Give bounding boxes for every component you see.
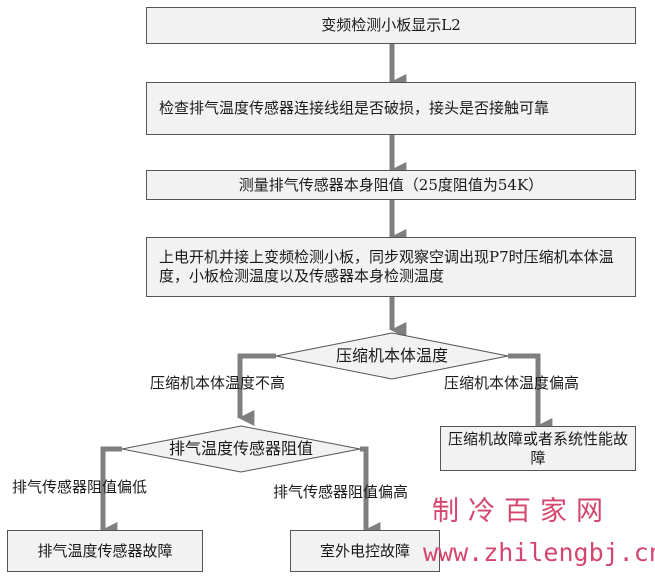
- result-sensor-text: 排气温度传感器故障: [37, 541, 173, 560]
- result-outdoor-text: 室外电控故障: [319, 541, 410, 560]
- decision1-diamond: [275, 332, 509, 380]
- decision2-diamond: [121, 425, 361, 473]
- arrow-decision2-left: [100, 446, 122, 539]
- step2-text: 检查排气温度传感器连接线组是否破损，接头是否接触可靠: [159, 99, 550, 117]
- arrow-decision1-right: [508, 353, 553, 435]
- decision2-left-label: 排气传感器阻值偏低: [12, 478, 148, 496]
- step3-box: 测量排气传感器本身阻值（25度阻值为54K）: [146, 170, 636, 200]
- step3-text: 测量排气传感器本身阻值（25度阻值为54K）: [238, 175, 544, 194]
- result-compressor-text: 压缩机故障或者系统性能故障: [447, 429, 628, 467]
- decision1-text: 压缩机本体温度: [335, 346, 448, 365]
- step2-box: 检查排气温度传感器连接线组是否破损，接头是否接触可靠: [146, 82, 636, 135]
- step1-text: 变频检测小板显示L2: [321, 16, 461, 34]
- decision2-text: 排气温度传感器阻值: [168, 439, 313, 458]
- watermark-brand: 制冷百家网: [432, 496, 612, 527]
- arrow-decision2-right: [360, 446, 381, 539]
- watermark-url: www.zhilengbj.cn: [423, 538, 655, 567]
- result-sensor-box: 排气温度传感器故障: [7, 530, 203, 572]
- result-outdoor-box: 室外电控故障: [290, 530, 440, 572]
- result-compressor-box: 压缩机故障或者系统性能故障: [440, 426, 636, 471]
- decision2-right-label: 排气传感器阻值偏高: [273, 483, 409, 501]
- step4-box: 上电开机并接上变频检测小板，同步观察空调出现P7时压缩机本体温度，小板检测温度以…: [146, 237, 636, 297]
- step4-text: 上电开机并接上变频检测小板，同步观察空调出现P7时压缩机本体温度，小板检测温度以…: [159, 248, 614, 285]
- arrow-decision1-left: [237, 353, 276, 427]
- step1-box: 变频检测小板显示L2: [146, 7, 636, 44]
- decision1-right-label: 压缩机本体温度偏高: [444, 374, 580, 392]
- decision1-left-label: 压缩机本体温度不高: [150, 374, 286, 392]
